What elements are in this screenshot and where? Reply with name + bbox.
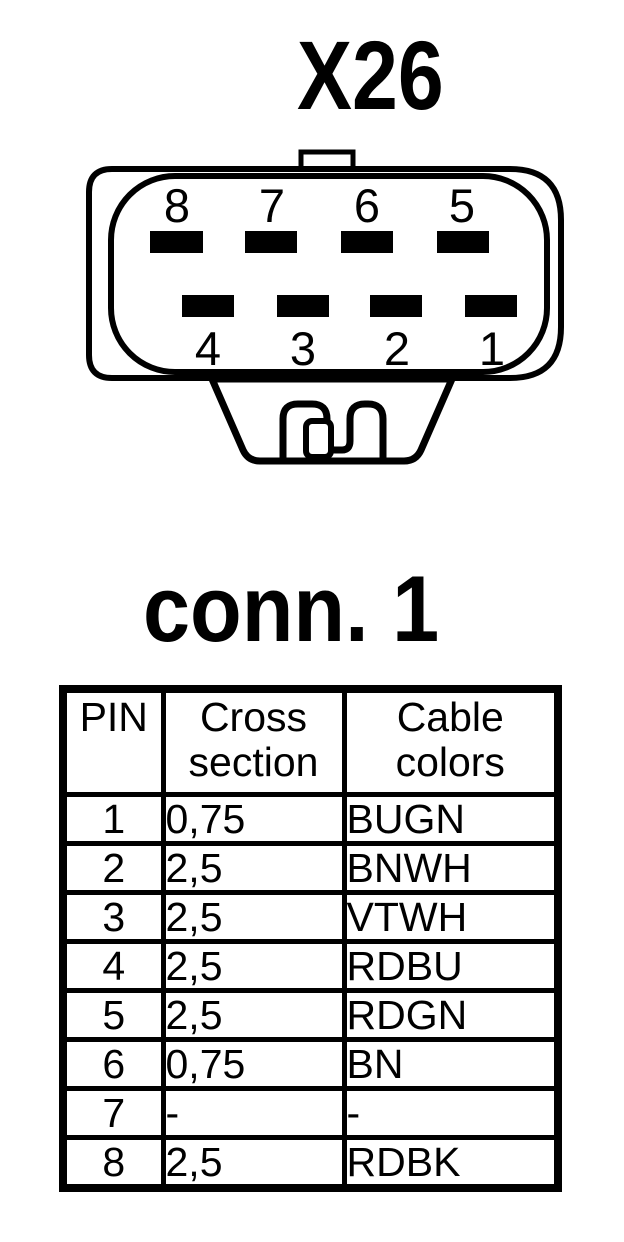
pin-number: 5 xyxy=(60,988,166,1042)
cable-color: BN xyxy=(341,1037,561,1091)
pin-table-row: 4 2,5 RDBU xyxy=(60,939,561,993)
cross-section: 2,5 xyxy=(160,1135,347,1191)
connector-diagram: 8 7 6 5 4 3 2 1 xyxy=(86,149,564,465)
cable-color: VTWH xyxy=(341,890,561,944)
cable-color: RDBK xyxy=(341,1135,561,1191)
pin-number: 8 xyxy=(60,1135,166,1191)
cross-section: 2,5 xyxy=(160,939,347,993)
pin-label-8: 8 xyxy=(164,179,190,232)
header-pin: PIN xyxy=(60,686,166,797)
pin-label-4: 4 xyxy=(195,322,221,375)
pin-label-6: 6 xyxy=(354,179,380,232)
cross-section: 2,5 xyxy=(160,890,347,944)
section-title: conn. 1 xyxy=(143,556,440,661)
connector-inner-seal xyxy=(108,173,550,375)
pin-contact-2 xyxy=(370,295,422,317)
pin-number: 1 xyxy=(60,792,166,846)
cable-color: BUGN xyxy=(341,792,561,846)
cable-color: BNWH xyxy=(341,841,561,895)
pin-table: PIN Cross section Cable colors 1 0,75 BU… xyxy=(59,685,562,1192)
connector-keying-arches xyxy=(279,400,387,461)
pin-label-1: 1 xyxy=(479,322,505,375)
pin-contact-3 xyxy=(277,295,329,317)
pin-table-row: 5 2,5 RDGN xyxy=(60,988,561,1042)
header-cross-section: Cross section xyxy=(160,686,347,797)
pin-contact-7 xyxy=(245,231,297,253)
cable-color: - xyxy=(341,1086,561,1140)
pin-table-row: 6 0,75 BN xyxy=(60,1037,561,1091)
pin-contact-1 xyxy=(465,295,517,317)
cable-color: RDGN xyxy=(341,988,561,1042)
cross-section: - xyxy=(160,1086,347,1140)
pin-table-row: 3 2,5 VTWH xyxy=(60,890,561,944)
pin-table-row: 8 2,5 RDBK xyxy=(60,1135,561,1191)
pin-number: 6 xyxy=(60,1037,166,1091)
cross-section: 0,75 xyxy=(160,792,347,846)
pin-table-row: 1 0,75 BUGN xyxy=(60,792,561,846)
cross-section: 2,5 xyxy=(160,841,347,895)
pin-number: 3 xyxy=(60,890,166,944)
connector-title: X26 xyxy=(297,21,444,130)
pin-table-row: 2 2,5 BNWH xyxy=(60,841,561,895)
pin-table-row: 7 - - xyxy=(60,1086,561,1140)
pin-contact-6 xyxy=(341,231,393,253)
pin-label-5: 5 xyxy=(449,179,475,232)
connector-key-slot xyxy=(303,418,334,460)
cross-section: 2,5 xyxy=(160,988,347,1042)
pin-contact-5 xyxy=(437,231,489,253)
pin-label-3: 3 xyxy=(290,322,316,375)
pin-number: 7 xyxy=(60,1086,166,1140)
pin-number: 4 xyxy=(60,939,166,993)
connector-bottom-latch xyxy=(208,375,456,465)
pin-contact-8 xyxy=(150,231,203,253)
pin-number: 2 xyxy=(60,841,166,895)
pin-label-2: 2 xyxy=(384,322,410,375)
cross-section: 0,75 xyxy=(160,1037,347,1091)
cable-color: RDBU xyxy=(341,939,561,993)
pin-label-7: 7 xyxy=(259,179,285,232)
pin-table-header-row: PIN Cross section Cable colors xyxy=(60,686,561,797)
pin-contact-4 xyxy=(182,295,234,317)
header-cable-colors: Cable colors xyxy=(341,686,561,797)
